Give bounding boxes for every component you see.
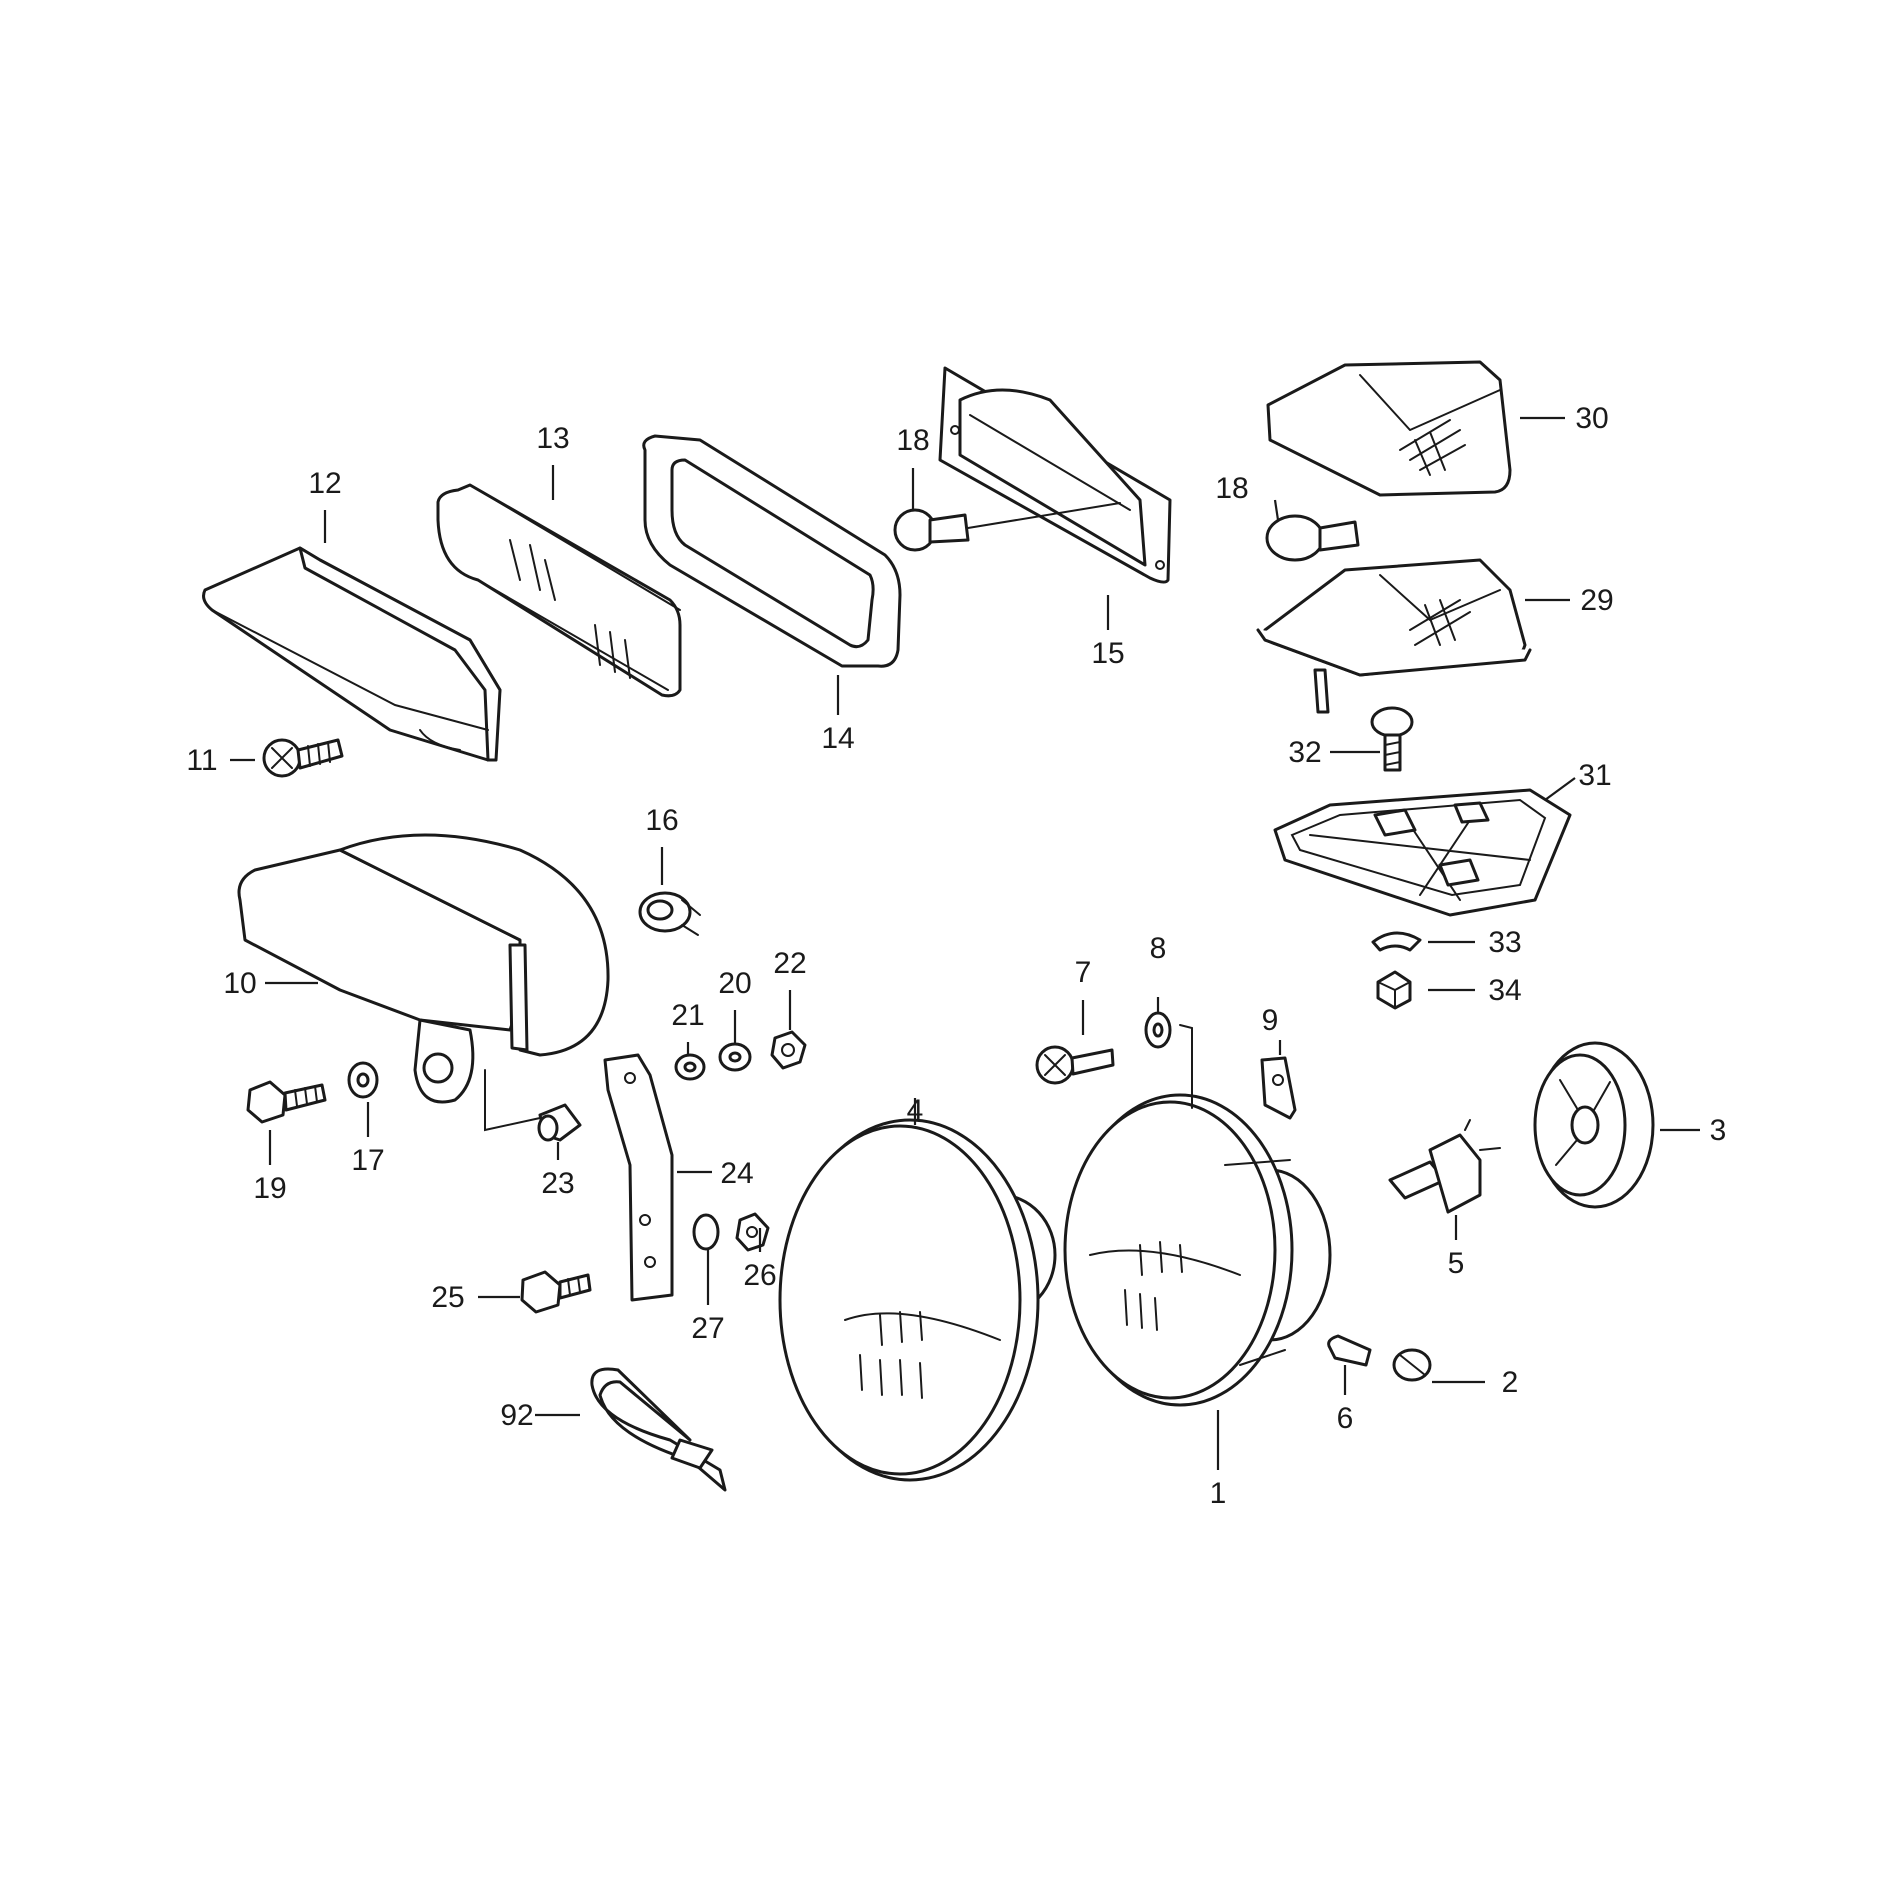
part-12-lamp-housing: [202, 546, 502, 762]
part-23-spacer: [484, 1069, 582, 1142]
part-24-bracket: [603, 1053, 674, 1302]
part-18-bulb-left: [893, 502, 1121, 552]
part-1-headlight-assembly: [1063, 1093, 1332, 1407]
part-18-bulb-right: [1265, 514, 1360, 562]
part-34-nut: [1376, 970, 1412, 1010]
callout-8: 8: [1150, 932, 1167, 965]
part-4-headlight-insert: [778, 1118, 1057, 1482]
part-2-bulb-holder: [1392, 1348, 1432, 1382]
part-31-base-plate: [1273, 788, 1572, 917]
part-13-lens: [436, 483, 682, 698]
callout-4: 4: [907, 1094, 924, 1127]
callout-31: 31: [1578, 759, 1611, 792]
part-17-washer: [347, 1061, 379, 1099]
part-33-washer: [1371, 931, 1422, 952]
callout-5: 5: [1448, 1247, 1465, 1280]
part-11-screw: [262, 738, 344, 778]
callout-33: 33: [1488, 926, 1521, 959]
callout-92: 92: [500, 1399, 533, 1432]
part-10-lamp-housing-rear: [237, 833, 610, 1104]
callout-11: 11: [186, 744, 217, 777]
part-16-grommet: [638, 891, 701, 936]
callout-23: 23: [541, 1167, 574, 1200]
callout-20: 20: [718, 967, 751, 1000]
callout-29: 29: [1580, 584, 1613, 617]
callout-32: 32: [1288, 736, 1321, 769]
callout-21: 21: [671, 999, 704, 1032]
part-30-lens-cover: [1266, 360, 1512, 497]
part-26-nut: [735, 1212, 770, 1252]
callout-19: 19: [253, 1172, 286, 1205]
part-9-clip: [1260, 1056, 1297, 1120]
part-32-screw: [1370, 706, 1414, 772]
callout-1: 1: [1210, 1477, 1227, 1510]
part-19-bolt: [246, 1080, 327, 1124]
part-25-bolt: [520, 1270, 592, 1314]
callout-18-right: 18: [1215, 472, 1248, 505]
callout-3: 3: [1710, 1114, 1727, 1147]
callout-13: 13: [536, 422, 569, 455]
callout-27: 27: [691, 1312, 724, 1345]
callout-30: 30: [1575, 402, 1608, 435]
callout-22: 22: [773, 947, 806, 980]
callout-34: 34: [1488, 974, 1521, 1007]
callout-6: 6: [1337, 1402, 1354, 1435]
leader-lines: [230, 416, 1700, 1470]
part-6-bulb: [1327, 1334, 1372, 1367]
callout-14: 14: [821, 722, 854, 755]
callout-18-left: 18: [896, 424, 929, 457]
part-29-lamp-body: [1256, 558, 1532, 714]
part-92-cable-tie: [590, 1367, 727, 1492]
callout-17: 17: [351, 1144, 384, 1177]
callout-9: 9: [1262, 1004, 1279, 1037]
part-27-washer: [692, 1213, 720, 1251]
part-7-screw: [1035, 1045, 1115, 1085]
part-8-washer: [1144, 1011, 1193, 1109]
callout-7: 7: [1075, 956, 1092, 989]
callout-26: 26: [743, 1259, 776, 1292]
callout-16: 16: [645, 804, 678, 837]
callout-24: 24: [720, 1157, 753, 1190]
part-22-nut: [770, 1030, 807, 1070]
part-3-cap: [1533, 1041, 1655, 1209]
part-21-washer: [674, 1053, 706, 1081]
part-14-gasket: [642, 434, 902, 668]
callout-labels: 12 13 14 15 18 11 10 16 21 20 22 19 17 2…: [186, 402, 1726, 1510]
part-5-h4-bulb: [1388, 1119, 1501, 1214]
callout-15: 15: [1091, 637, 1124, 670]
callout-25: 25: [431, 1281, 464, 1314]
callout-12: 12: [308, 467, 341, 500]
callout-10: 10: [223, 967, 256, 1000]
part-15-mounting-frame: [938, 366, 1172, 584]
part-20-washer: [718, 1042, 752, 1072]
callout-2: 2: [1502, 1366, 1519, 1399]
